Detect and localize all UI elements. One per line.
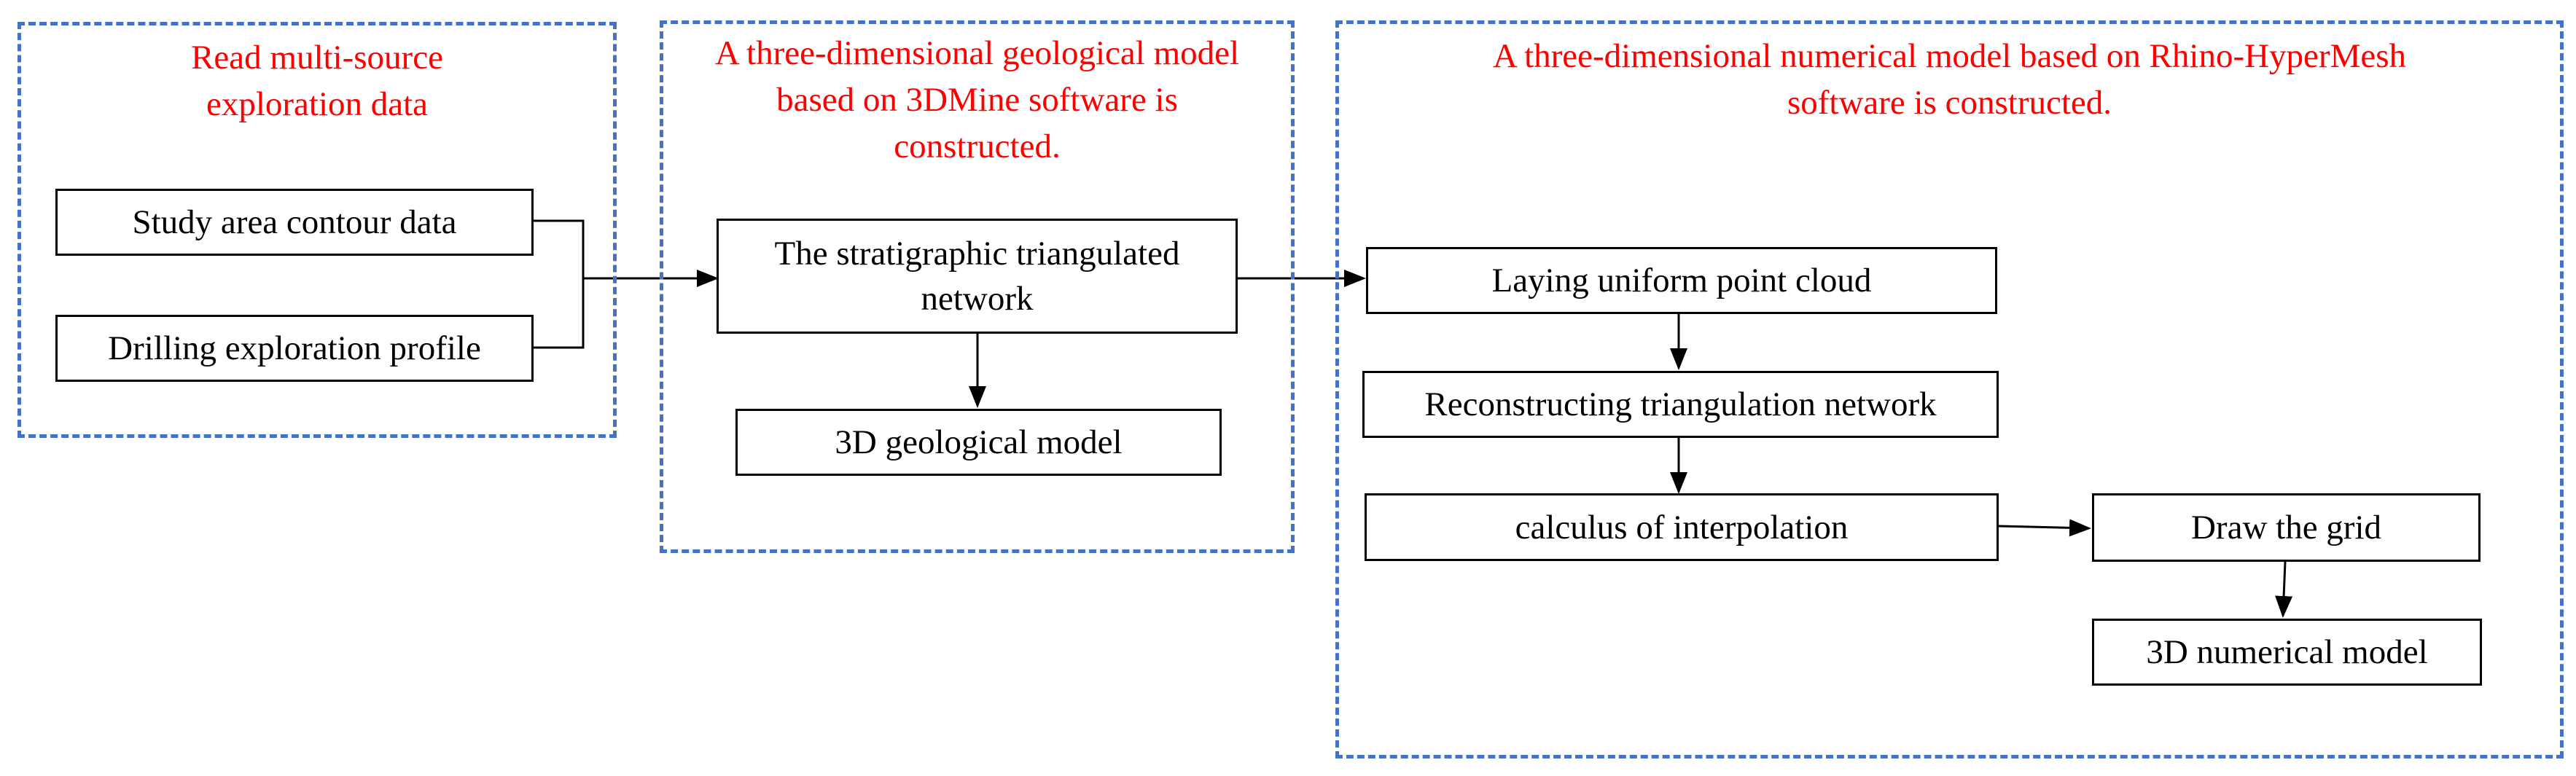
box-point-cloud: Laying uniform point cloud: [1366, 247, 1997, 314]
box-3d-numerical-model: 3D numerical model: [2092, 619, 2482, 686]
box-stratigraphic-network: The stratigraphic triangulated network: [717, 219, 1238, 334]
box-label: Draw the grid: [2190, 509, 2382, 546]
group-title-line: software is constructed.: [1787, 84, 2112, 122]
group-title-line: A three-dimensional geological model: [714, 34, 1240, 72]
group-title-line: A three-dimensional numerical model base…: [1492, 37, 2407, 75]
box-label: 3D numerical model: [2146, 633, 2428, 671]
box-drilling-profile: Drilling exploration profile: [55, 315, 534, 382]
box-study-area-contour: Study area contour data: [55, 189, 534, 256]
box-interpolation: calculus of interpolation: [1365, 493, 1999, 561]
group-multisource-data: [17, 22, 617, 438]
box-label: Drilling exploration profile: [108, 329, 481, 367]
arrow-interpolation-to-grid: [1998, 519, 2091, 537]
box-label: Laying uniform point cloud: [1491, 262, 1872, 299]
group-title-geological: A three-dimensional geological model bas…: [660, 30, 1295, 170]
connector-contour-bracket: [534, 219, 585, 349]
group-geological-model: [660, 20, 1295, 553]
box-draw-grid: Draw the grid: [2092, 493, 2481, 562]
group-title-line: Read multi-source: [191, 39, 443, 77]
arrow-grid-to-nummodel: [2275, 561, 2293, 618]
box-3d-geological-model: 3D geological model: [735, 409, 1222, 476]
group-title-line: based on 3DMine software is: [776, 81, 1178, 119]
box-label: 3D geological model: [835, 423, 1123, 461]
group-title-line: exploration data: [206, 85, 429, 123]
box-label: The stratigraphic triangulated: [774, 235, 1180, 273]
box-reconstruct-network: Reconstructing triangulation network: [1362, 371, 1999, 438]
group-title-numerical: A three-dimensional numerical model base…: [1335, 33, 2564, 126]
group-title-multisource: Read multi-source exploration data: [17, 34, 617, 128]
group-numerical-model: [1335, 20, 2564, 759]
box-label: Study area contour data: [132, 203, 457, 241]
box-label: calculus of interpolation: [1515, 508, 1849, 546]
group-title-line: constructed.: [894, 128, 1061, 165]
box-label: Reconstructing triangulation network: [1424, 385, 1937, 423]
box-label: network: [921, 280, 1034, 318]
